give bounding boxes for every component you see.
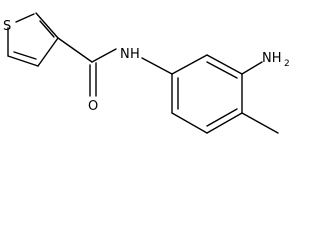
bond-c4-c5-inner — [13, 51, 37, 60]
bond-b4-b5 — [206, 112, 243, 134]
bond-ring-methyl — [241, 112, 279, 134]
thiophene-ring — [7, 12, 59, 67]
amine-label: NH — [262, 51, 282, 66]
bond-b1-b2 — [171, 54, 208, 75]
bond-c2-c3-inner — [39, 20, 55, 38]
molecule-structure: S O N H NH 2 — [3, 12, 290, 134]
bond-b2-b3 — [206, 54, 243, 75]
bond-c4-c5 — [7, 55, 39, 67]
bond-ring-amine — [241, 61, 263, 75]
sulfur-label: S — [3, 19, 11, 34]
bond-carbonyl-n — [91, 48, 117, 63]
oxygen-label: O — [88, 99, 98, 114]
amide-nitrogen-label: N — [120, 47, 130, 62]
bond-c3-carbonyl — [57, 37, 93, 63]
bond-b4-b5-inner — [206, 108, 238, 127]
bond-c3-c4 — [37, 37, 59, 67]
bond-c2-c3 — [35, 12, 59, 39]
amine-subscript: 2 — [284, 59, 290, 69]
benzene-ring — [171, 54, 243, 134]
amide-linker — [57, 37, 173, 97]
amide-hydrogen-label: H — [130, 47, 140, 62]
bond-b2-b3-inner — [206, 61, 238, 79]
bond-b5-b6 — [171, 112, 208, 134]
bond-n-ring — [141, 57, 173, 75]
bond-s-c2 — [15, 13, 35, 23]
